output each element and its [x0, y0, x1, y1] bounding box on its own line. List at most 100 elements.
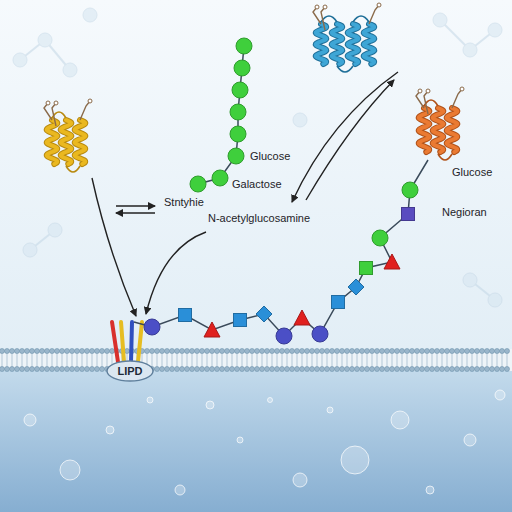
lipid-head [95, 349, 100, 354]
molecule-atom [83, 8, 97, 22]
lipid-tail [157, 353, 158, 367]
lipid-tail [437, 353, 438, 367]
lipid-tail [57, 353, 58, 367]
vesicle [175, 485, 185, 495]
lipid-head [345, 349, 350, 354]
lipid-head [320, 367, 325, 372]
lipid-head [10, 367, 15, 372]
lipid-head [415, 349, 420, 354]
lipid-head [35, 349, 40, 354]
lipid-tail [322, 353, 323, 367]
lipid-head [305, 349, 310, 354]
lipid-head [445, 367, 450, 372]
lipid-tail [487, 353, 488, 367]
alpha-helix [364, 24, 374, 64]
lipid-head [250, 349, 255, 354]
lipid-head [275, 367, 280, 372]
lipid-tail [472, 353, 473, 367]
lipid-tail [367, 353, 368, 367]
lipid-head [505, 349, 510, 354]
lipid-head [395, 367, 400, 372]
lipid-tail [387, 353, 388, 367]
lipid-head [40, 367, 45, 372]
lipid-head [455, 349, 460, 354]
vesicle [268, 398, 273, 403]
side-chain-atom [460, 87, 464, 91]
lipid-tail [427, 353, 428, 367]
lipid-bilayer [0, 349, 512, 372]
lipid-head [480, 349, 485, 354]
molecule-atom [488, 293, 502, 307]
side-chain [424, 91, 428, 114]
lipid-head [475, 349, 480, 354]
lipid-head [55, 367, 60, 372]
reaction-arrows [92, 72, 398, 316]
lipid-head [360, 367, 365, 372]
lipid-head [195, 367, 200, 372]
alpha-helix [47, 120, 57, 164]
lipid-head [75, 349, 80, 354]
lipid-head [270, 367, 275, 372]
lipid-head [265, 349, 270, 354]
vesicle [147, 397, 153, 403]
side-chain [80, 101, 90, 120]
lipid-tail [292, 353, 293, 367]
side-chain [321, 7, 325, 30]
lipid-head [185, 349, 190, 354]
lipid-head [85, 367, 90, 372]
lipid-tail [502, 353, 503, 367]
lipid-head [265, 367, 270, 372]
lipid-tail [252, 353, 253, 367]
lipid-head [375, 349, 380, 354]
sugar-residue [230, 126, 246, 142]
lipid-head [50, 367, 55, 372]
lipid-head [455, 367, 460, 372]
molecule-atom [433, 13, 447, 27]
lipid-head [145, 349, 150, 354]
lipid-head [30, 367, 35, 372]
lipid-head [170, 367, 175, 372]
lipid-head [75, 367, 80, 372]
vesicle [60, 460, 80, 480]
molecule-atom [48, 223, 62, 237]
lipid-head [230, 367, 235, 372]
sugar-residue [348, 279, 364, 295]
lipid-tail [52, 353, 53, 367]
lipid-tail [152, 353, 153, 367]
lipid-head [25, 349, 30, 354]
lipid-head [400, 367, 405, 372]
lipid-tail [272, 353, 273, 367]
membrane-core [0, 349, 512, 371]
lipid-tail [42, 353, 43, 367]
sugar-residue [402, 208, 415, 221]
lipid-head [440, 367, 445, 372]
glycosidic-bond [134, 160, 428, 336]
lipid-head [375, 367, 380, 372]
lipid-head [165, 349, 170, 354]
lipid-tail [307, 353, 308, 367]
lipid-head [370, 349, 375, 354]
lipid-tail [492, 353, 493, 367]
lipid-head [195, 349, 200, 354]
vesicle [24, 414, 36, 426]
lipid-tail [131, 322, 132, 362]
protein-loop [337, 66, 353, 72]
lipid-tail [202, 353, 203, 367]
lipid-head [80, 367, 85, 372]
side-chain-atom [426, 89, 430, 93]
lipid-head [445, 349, 450, 354]
free-oligosaccharide [190, 38, 252, 192]
sugar-residue [236, 38, 252, 54]
lipid-tail [382, 353, 383, 367]
sugar-residue [212, 170, 228, 186]
helix-outline [433, 108, 443, 152]
lipid-head [230, 349, 235, 354]
lipid-tail [192, 353, 193, 367]
lipid-head [20, 367, 25, 372]
sugar-label: Stntyhie [164, 196, 204, 209]
sugar-residue [232, 82, 248, 98]
helix-outline [419, 108, 429, 152]
lipid-head [165, 367, 170, 372]
helix-outline [47, 120, 57, 164]
lipid-tail [112, 322, 118, 362]
